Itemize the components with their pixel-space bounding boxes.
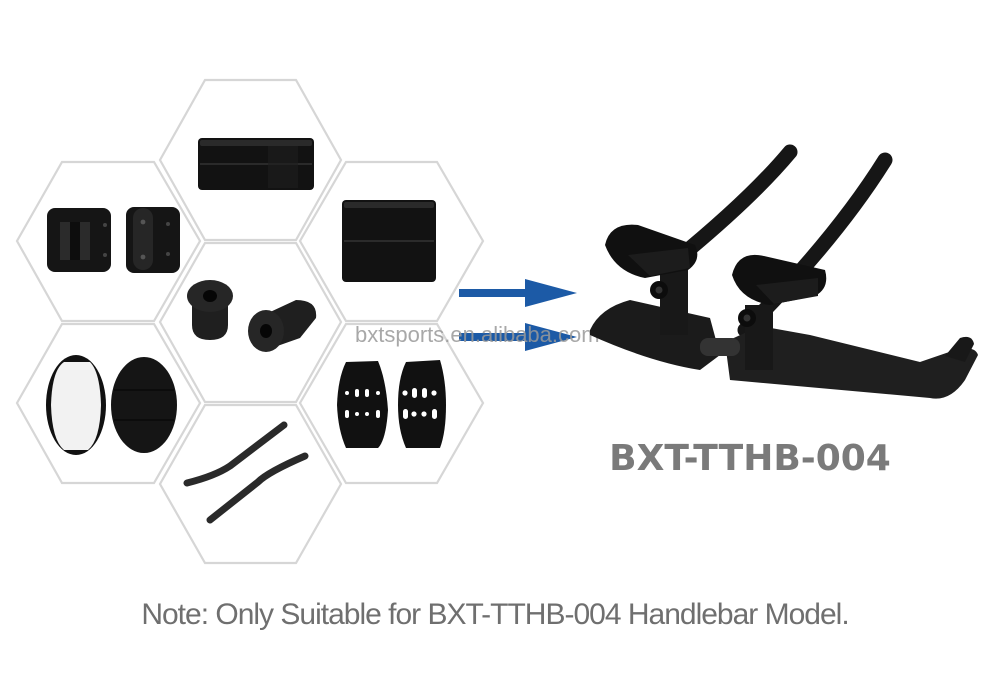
arrow-right-icon	[459, 279, 577, 307]
hex-center	[158, 241, 343, 404]
parts-honeycomb	[15, 78, 485, 565]
hex-top	[158, 78, 343, 242]
part-rubber-bushings	[187, 280, 317, 352]
hex-left-upper	[15, 160, 202, 323]
part-spacer-short	[198, 138, 314, 190]
part-armrest-brackets	[47, 207, 180, 273]
watermark: bxtsports.en.alibaba.com	[355, 322, 600, 347]
hex-bottom	[158, 403, 343, 565]
part-armrest-plates	[337, 360, 446, 448]
model-title: BXT-TTHB-004	[609, 438, 891, 479]
part-spacer-tall	[342, 200, 436, 282]
assembled-handlebar	[590, 144, 978, 399]
part-foam-strips	[183, 421, 309, 524]
compatibility-note: Note: Only Suitable for BXT-TTHB-004 Han…	[141, 598, 849, 631]
hex-right-upper	[298, 160, 485, 323]
part-arm-pads	[46, 355, 177, 455]
hex-right-lower	[298, 322, 485, 485]
arrows-group	[459, 279, 577, 351]
arrow-right-icon	[459, 323, 577, 351]
hex-left-lower	[15, 322, 202, 485]
